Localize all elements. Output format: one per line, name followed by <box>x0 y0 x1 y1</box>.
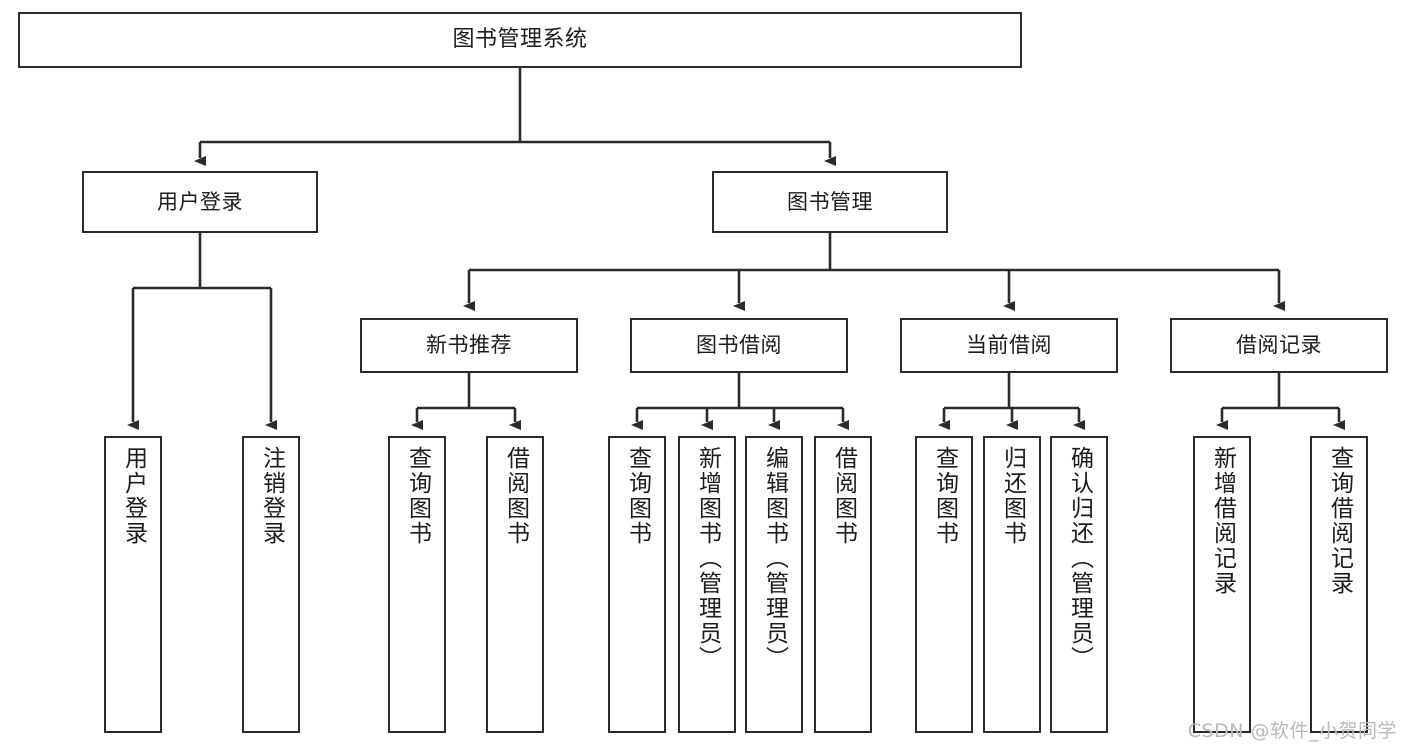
node-leaf-add-book-admin[interactable]: 新增图书（管理员） <box>678 436 736 733</box>
node-leaf-user-login-label: 用户登录 <box>120 446 147 546</box>
node-book-manage[interactable]: 图书管理 <box>712 171 948 233</box>
node-current-borrow[interactable]: 当前借阅 <box>900 318 1118 373</box>
node-book-borrow-label: 图书借阅 <box>696 333 782 358</box>
node-leaf-user-logout[interactable]: 注销登录 <box>242 436 300 733</box>
node-leaf-query-book-borrow[interactable]: 查询图书 <box>608 436 666 733</box>
node-current-borrow-label: 当前借阅 <box>966 333 1052 358</box>
node-leaf-add-borrow-record-label: 新增借阅记录 <box>1209 446 1236 596</box>
node-leaf-borrow-book-rec[interactable]: 借阅图书 <box>486 436 544 733</box>
node-book-borrow[interactable]: 图书借阅 <box>630 318 848 373</box>
node-leaf-return-book[interactable]: 归还图书 <box>983 436 1041 733</box>
watermark-text: CSDN @软件_小贺同学 <box>1187 720 1397 742</box>
node-user-login-label: 用户登录 <box>157 189 243 214</box>
node-user-login[interactable]: 用户登录 <box>82 171 318 233</box>
node-leaf-borrow-book-label: 借阅图书 <box>830 446 857 546</box>
node-new-book-recommend[interactable]: 新书推荐 <box>360 318 578 373</box>
node-leaf-query-book-rec-label: 查询图书 <box>404 446 431 546</box>
node-leaf-query-book-current-label: 查询图书 <box>931 446 958 546</box>
node-borrow-record[interactable]: 借阅记录 <box>1170 318 1388 373</box>
node-leaf-query-book-borrow-label: 查询图书 <box>624 446 651 546</box>
node-leaf-query-borrow-record[interactable]: 查询借阅记录 <box>1310 436 1368 733</box>
node-leaf-add-book-admin-label: 新增图书（管理员） <box>694 446 721 671</box>
node-leaf-user-login[interactable]: 用户登录 <box>104 436 162 733</box>
node-borrow-record-label: 借阅记录 <box>1236 333 1322 358</box>
node-new-book-recommend-label: 新书推荐 <box>426 333 512 358</box>
node-leaf-query-book-rec[interactable]: 查询图书 <box>388 436 446 733</box>
node-leaf-user-logout-label: 注销登录 <box>258 446 285 546</box>
node-leaf-query-borrow-record-label: 查询借阅记录 <box>1326 446 1353 596</box>
node-root-label: 图书管理系统 <box>452 27 588 53</box>
node-leaf-confirm-return-admin-label: 确认归还（管理员） <box>1066 446 1093 671</box>
node-leaf-query-book-current[interactable]: 查询图书 <box>915 436 973 733</box>
node-leaf-confirm-return-admin[interactable]: 确认归还（管理员） <box>1050 436 1108 733</box>
node-root[interactable]: 图书管理系统 <box>18 12 1022 68</box>
node-leaf-add-borrow-record[interactable]: 新增借阅记录 <box>1193 436 1251 733</box>
node-leaf-borrow-book-rec-label: 借阅图书 <box>502 446 529 546</box>
node-leaf-borrow-book[interactable]: 借阅图书 <box>814 436 872 733</box>
node-leaf-edit-book-admin[interactable]: 编辑图书（管理员） <box>745 436 803 733</box>
node-leaf-edit-book-admin-label: 编辑图书（管理员） <box>761 446 788 671</box>
node-leaf-return-book-label: 归还图书 <box>999 446 1026 546</box>
node-book-manage-label: 图书管理 <box>787 189 873 214</box>
